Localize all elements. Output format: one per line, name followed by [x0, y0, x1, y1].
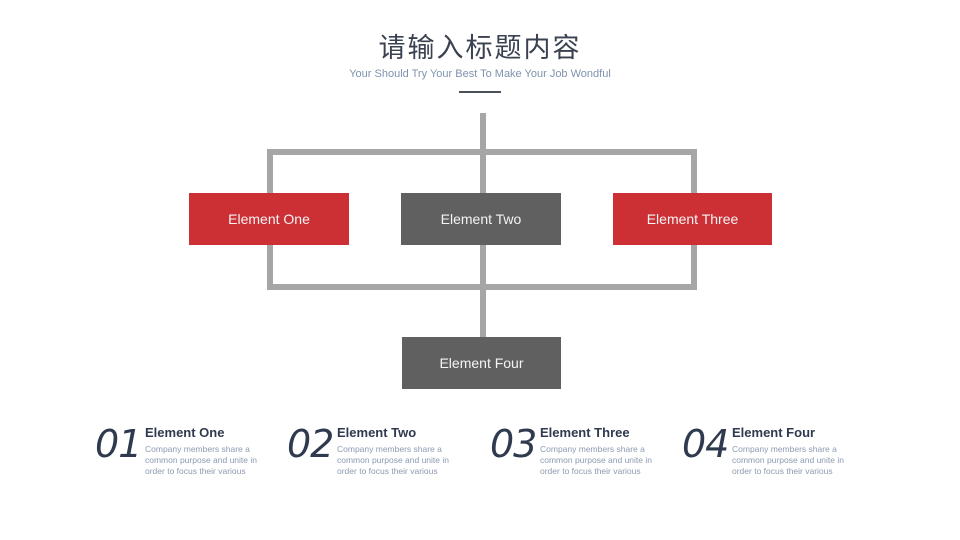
legend-number: 04	[682, 422, 729, 466]
connector-top-horizontal	[267, 149, 697, 155]
legend-item-3: 03 Element Three Company members share a…	[490, 422, 680, 482]
legend-description: Company members share a common purpose a…	[337, 444, 449, 476]
legend-description: Company members share a common purpose a…	[540, 444, 652, 476]
page-subtitle: Your Should Try Your Best To Make Your J…	[349, 68, 611, 80]
node-label: Element Four	[439, 355, 524, 371]
legend-number: 02	[287, 422, 334, 466]
legend-number: 01	[95, 422, 142, 466]
page-title: 请输入标题内容	[378, 33, 582, 64]
node-element-one: Element One	[189, 193, 349, 245]
node-label: Element Two	[440, 211, 522, 227]
node-element-four: Element Four	[402, 337, 561, 389]
connector-center-vertical	[480, 245, 486, 337]
legend-item-1: 01 Element One Company members share a c…	[95, 422, 285, 482]
legend-item-2: 02 Element Two Company members share a c…	[287, 422, 477, 482]
node-label: Element Three	[646, 211, 739, 227]
node-element-two: Element Two	[401, 193, 561, 245]
legend-description: Company members share a common purpose a…	[732, 444, 844, 476]
legend-number: 03	[490, 422, 537, 466]
node-label: Element One	[228, 211, 310, 227]
legend-title: Element One	[145, 425, 225, 440]
node-element-three: Element Three	[613, 193, 772, 245]
legend-title: Element Two	[337, 425, 417, 440]
legend-title: Element Three	[540, 425, 630, 440]
legend-item-4: 04 Element Four Company members share a …	[682, 422, 872, 482]
title-underline	[459, 91, 501, 93]
legend-description: Company members share a common purpose a…	[145, 444, 257, 476]
legend-title: Element Four	[732, 425, 816, 440]
